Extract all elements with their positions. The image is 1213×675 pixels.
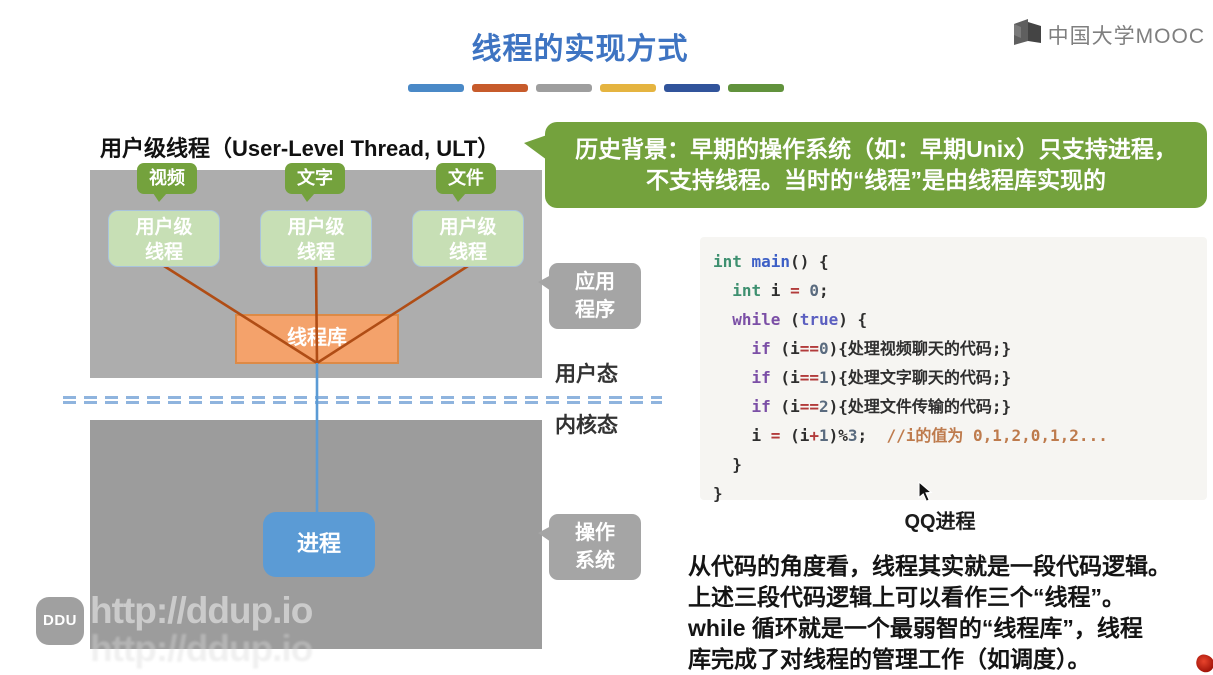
footer-note: 从代码的角度看，线程其实就是一段代码逻辑。 上述三段代码逻辑上可以看作三个“线程…: [688, 551, 1213, 675]
process-box: 进程: [263, 512, 375, 577]
history-banner-line1: 历史背景：早期的操作系统（如：早期Unix）只支持进程，: [575, 136, 1177, 162]
code-line: if (i==0){处理视频聊天的代码;}: [751, 339, 1012, 358]
code-block: int main() { int i = 0; while (true) { i…: [700, 237, 1207, 503]
brand-name: 中国大学MOOC: [1047, 24, 1205, 48]
footer-note-line: 上述三段代码逻辑上可以看作三个“线程”。: [688, 584, 1125, 610]
code-caption: QQ进程: [904, 511, 976, 533]
history-banner-line2: 不支持线程。当时的“线程”是由线程库实现的: [646, 167, 1106, 193]
ddu-logo: DDU: [36, 597, 84, 645]
mode-boundary-dash-bottom: [63, 401, 662, 404]
thread-box-line1: 用户级: [287, 217, 345, 238]
application-callout-line1: 应用: [575, 271, 615, 293]
kernel-mode-label: 内核态: [555, 414, 618, 437]
divider-bar: [728, 84, 784, 92]
mouse-cursor-icon: [918, 480, 935, 509]
thread-box-line2: 线程: [448, 242, 487, 263]
task-bubble-file: 文件: [436, 163, 496, 202]
history-banner: 历史背景：早期的操作系统（如：早期Unix）只支持进程， 不支持线程。当时的“线…: [524, 122, 1207, 208]
mode-boundary-dash-top: [63, 396, 662, 399]
thread-library-box: 线程库: [235, 314, 399, 364]
code-line: if (i==2){处理文件传输的代码;}: [751, 397, 1012, 416]
user-mode-label: 用户态: [555, 363, 618, 386]
code-line: while (true) {: [732, 310, 868, 329]
footer-note-line: 从代码的角度看，线程其实就是一段代码逻辑。: [688, 553, 1171, 579]
divider-bar: [664, 84, 720, 92]
code-line: }: [713, 455, 742, 474]
user-thread-box-2: 用户级 线程: [260, 210, 372, 267]
watermark-url-reflection: http://ddup.io: [90, 628, 313, 669]
divider-bar: [472, 84, 528, 92]
application-callout: 应用 程序: [538, 263, 641, 329]
divider-bar: [536, 84, 592, 92]
ult-heading: 用户级线程（User-Level Thread, ULT）: [100, 136, 500, 161]
thread-box-line1: 用户级: [439, 217, 497, 238]
thread-box-line2: 线程: [296, 242, 335, 263]
os-callout: 操作 系统: [538, 514, 641, 580]
user-thread-box-1: 用户级 线程: [108, 210, 220, 267]
thread-box-line1: 用户级: [135, 217, 193, 238]
code-line: int main() {: [713, 252, 829, 271]
code-line: }: [713, 484, 723, 503]
task-bubble-video: 视频: [137, 163, 197, 202]
os-callout-line1: 操作: [575, 522, 615, 544]
footer-note-line: 库完成了对线程的管理工作（如调度）。: [688, 646, 1091, 672]
watermark-url: http://ddup.io: [90, 590, 313, 631]
thread-box-line2: 线程: [144, 242, 183, 263]
code-line: i = (i+1)%3; //i的值为 0,1,2,0,1,2...: [713, 426, 1108, 445]
footer-note-line: while 循环就是一个最弱智的“线程库”，线程: [688, 615, 1143, 641]
divider-bar: [408, 84, 464, 92]
os-callout-line2: 系统: [575, 550, 615, 572]
divider-bar: [600, 84, 656, 92]
book-icon: [1012, 18, 1044, 51]
code-line: if (i==1){处理文字聊天的代码;}: [751, 368, 1012, 387]
code-line: int i = 0;: [732, 281, 829, 300]
application-callout-line2: 程序: [575, 299, 615, 321]
page-title: 线程的实现方式: [471, 33, 689, 66]
title-divider-bars: [408, 84, 784, 92]
brand-logo: 中国大学MOOC: [1012, 18, 1205, 51]
task-bubble-text: 文字: [285, 163, 345, 202]
user-thread-box-3: 用户级 线程: [412, 210, 524, 267]
